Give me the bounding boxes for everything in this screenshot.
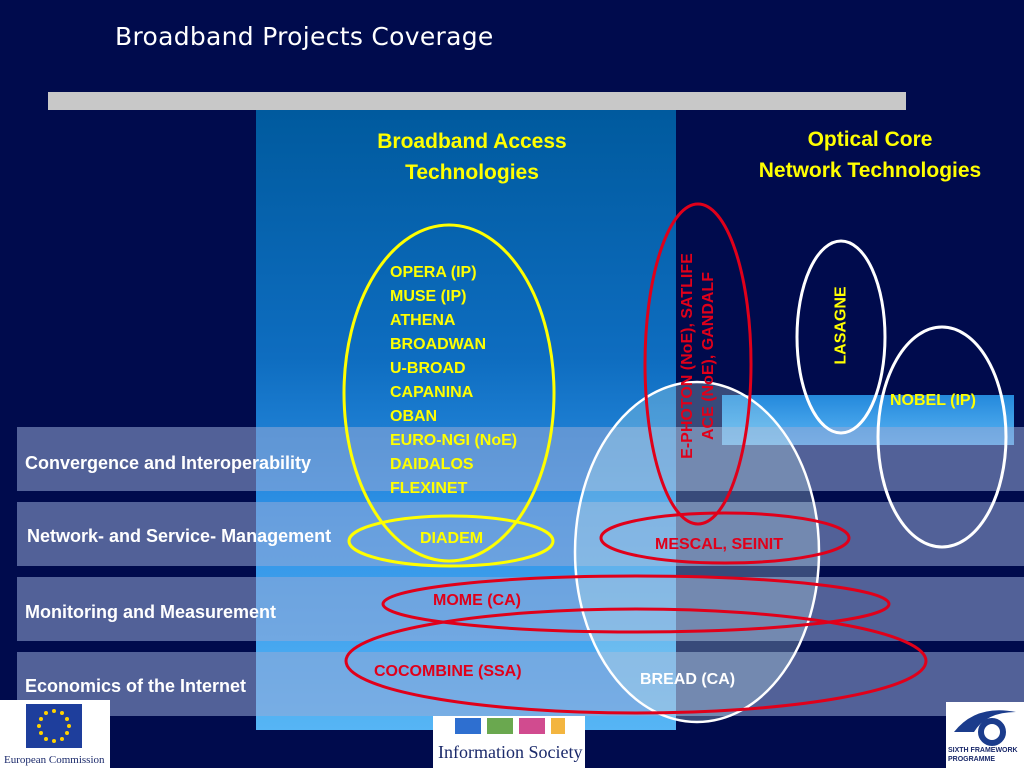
list-item: OPERA (IP) <box>390 264 477 281</box>
list-item: DAIDALOS <box>390 456 474 473</box>
fp6-logo-text: SIXTH FRAMEWORK PROGRAMME <box>948 746 1018 764</box>
band-label-economics: Economics of the Internet <box>25 676 247 696</box>
information-society-logo: Information Society <box>433 716 585 768</box>
ephoton-ellipse <box>643 202 753 526</box>
list-item: U-BROAD <box>390 360 466 377</box>
mome-ellipse <box>381 574 891 634</box>
fp6-line: SIXTH FRAMEWORK <box>948 747 1018 754</box>
band-label-monitoring: Monitoring and Measurement <box>25 602 277 622</box>
cocombine-ellipse <box>344 607 928 715</box>
list-item: BROADWAN <box>390 336 486 353</box>
fp6-logo-icon <box>954 710 1016 746</box>
band-economics: Economics of the Internet <box>17 652 1024 716</box>
page-title: Broadband Projects Coverage <box>115 22 494 51</box>
title-underline-bar <box>48 92 906 110</box>
lasagne-ellipse <box>795 239 887 435</box>
ephoton-line: E-PHOTON (NoE), SATLIFE <box>679 253 696 459</box>
tag-diadem: DIADEM <box>420 530 484 547</box>
list-item: EURO-NGI (NoE) <box>390 432 518 449</box>
bread-ellipse <box>573 380 821 724</box>
band-label-management: Network- and Service- Management <box>27 526 332 546</box>
european-commission-logo: European Commission <box>0 700 110 768</box>
access-ellipse <box>342 223 556 563</box>
tag-bread: BREAD (CA) <box>640 671 736 688</box>
heading-line: Network Technologies <box>758 159 982 182</box>
heading-line: Broadband Access <box>377 130 567 153</box>
list-item: MUSE (IP) <box>390 288 467 305</box>
list-item: ATHENA <box>390 312 456 329</box>
list-item: FLEXINET <box>390 480 468 497</box>
heading-line: Optical Core <box>807 128 933 151</box>
band-management: Network- and Service- Management <box>17 502 1024 566</box>
tag-nobel: NOBEL (IP) <box>890 392 976 409</box>
is-logo-text: Information Society <box>438 742 583 762</box>
tag-lasagne: LASAGNE <box>832 286 850 365</box>
list-item: OBAN <box>390 408 438 425</box>
heading-line: Technologies <box>405 161 539 184</box>
band-background <box>17 502 1024 566</box>
tag-mescal: MESCAL, SEINIT <box>655 536 784 553</box>
tag-mome: MOME (CA) <box>433 592 521 609</box>
ec-logo-text: European Commission <box>4 754 105 766</box>
tag-cocombine: COCOMBINE (SSA) <box>374 663 522 680</box>
mescal-ellipse <box>599 511 851 565</box>
band-convergence: Convergence and Interoperability <box>17 427 1024 491</box>
heading-broadband-access: Broadband Access Technologies <box>336 126 608 188</box>
ephoton-line: ACE (NoE), GANDALF <box>700 272 717 440</box>
diadem-ellipse <box>347 514 555 568</box>
band-background <box>17 652 1024 716</box>
list-item: CAPANINA <box>390 384 474 401</box>
band-background <box>17 427 1024 491</box>
band-label-convergence: Convergence and Interoperability <box>25 453 312 473</box>
eu-flag-icon <box>26 704 82 748</box>
heading-optical-core: Optical Core Network Technologies <box>720 124 1020 186</box>
fp6-line: PROGRAMME <box>948 756 996 763</box>
tag-ephoton: E-PHOTON (NoE), SATLIFE ACE (NoE), GANDA… <box>677 226 719 486</box>
sixth-framework-logo: SIXTH FRAMEWORK PROGRAMME <box>946 702 1024 768</box>
nobel-ellipse <box>876 325 1008 549</box>
access-project-list: OPERA (IP) MUSE (IP) ATHENA BROADWAN U-B… <box>390 261 517 501</box>
is-logo-icon <box>455 718 565 734</box>
